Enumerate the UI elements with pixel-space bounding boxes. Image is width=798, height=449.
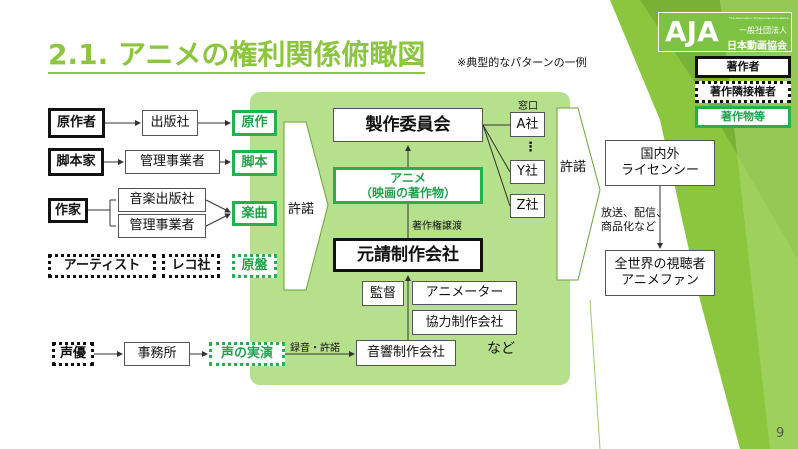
legend-work: 著作物等 [695,106,791,128]
voice-performance: 声の実演 [209,342,285,366]
script: 脚本 [232,150,277,176]
company-y: Y社 [510,160,545,184]
page-title: 2.1. アニメの権利関係俯瞰図 [48,38,426,74]
original-author: 原作者 [48,108,105,138]
original-work: 原作 [232,110,277,136]
record-label: レコ社 [162,254,220,278]
composer: 作家 [48,198,88,223]
sound-studio: 音響制作会社 [356,340,456,366]
logo-sub-jp1: 一般社団法人 [739,26,787,35]
director: 監督 [362,281,404,306]
company-a: A社 [510,112,545,137]
script-manager: 管理事業者 [125,150,220,174]
partner-studio: 協力制作会社 [412,310,517,335]
animator: アニメーター [412,281,517,305]
company-z: Z社 [510,194,545,218]
anime-work: アニメ （映画の著作物） [333,167,483,204]
license-right-label: 許諾 [560,160,587,175]
licensee: 国内外 ライセンシー [605,140,715,186]
music: 楽曲 [232,201,277,226]
viewers-line2: アニメファン [621,273,699,288]
prime-studio: 元請制作会社 [333,238,483,272]
production-committee: 製作委員会 [333,108,483,142]
music-manager: 管理事業者 [118,214,206,238]
viewers-line1: 全世界の視聴者 [614,257,706,273]
note: ※典型的なパターンの一例 [457,56,587,69]
anime-line1: アニメ [390,171,426,186]
licensee-line2: ライセンシー [620,163,699,178]
agency: 事務所 [124,342,190,366]
recording-license-label: 録音・許諾 [290,343,340,354]
master-recording: 原盤 [232,254,277,278]
legend-neighboring: 著作隣接権者 [695,81,791,103]
uses-label: 放送、配信、 商品化など [601,206,667,234]
scriptwriter: 脚本家 [48,148,104,176]
artist: アーティスト [48,254,156,278]
etc-label: など [487,341,515,357]
ellipsis: ⋮ [524,140,537,155]
copyright-transfer-label: 著作権譲渡 [412,221,462,232]
anime-line2: （映画の著作物） [359,185,456,200]
legend-author: 著作者 [695,56,791,78]
logo: AJA The Association of Japanese Animatio… [658,12,792,52]
music-publisher: 音楽出版社 [118,188,206,212]
window-label: 窓口 [518,101,538,112]
licensee-line1: 国内外 [640,147,680,163]
page-number: 9 [776,426,785,441]
license-left-label: 許諾 [288,202,315,217]
uses-line2: 商品化など [601,220,656,233]
uses-line1: 放送、配信、 [601,206,667,219]
viewers: 全世界の視聴者 アニメファン [605,250,715,296]
voice-actor: 声優 [52,342,94,366]
publisher: 出版社 [142,110,198,136]
logo-sub-jp2: 日本動画協会 [727,41,787,52]
logo-text: AJA [665,15,719,48]
logo-sub-en: The Association of Japanese Animations [729,16,789,20]
